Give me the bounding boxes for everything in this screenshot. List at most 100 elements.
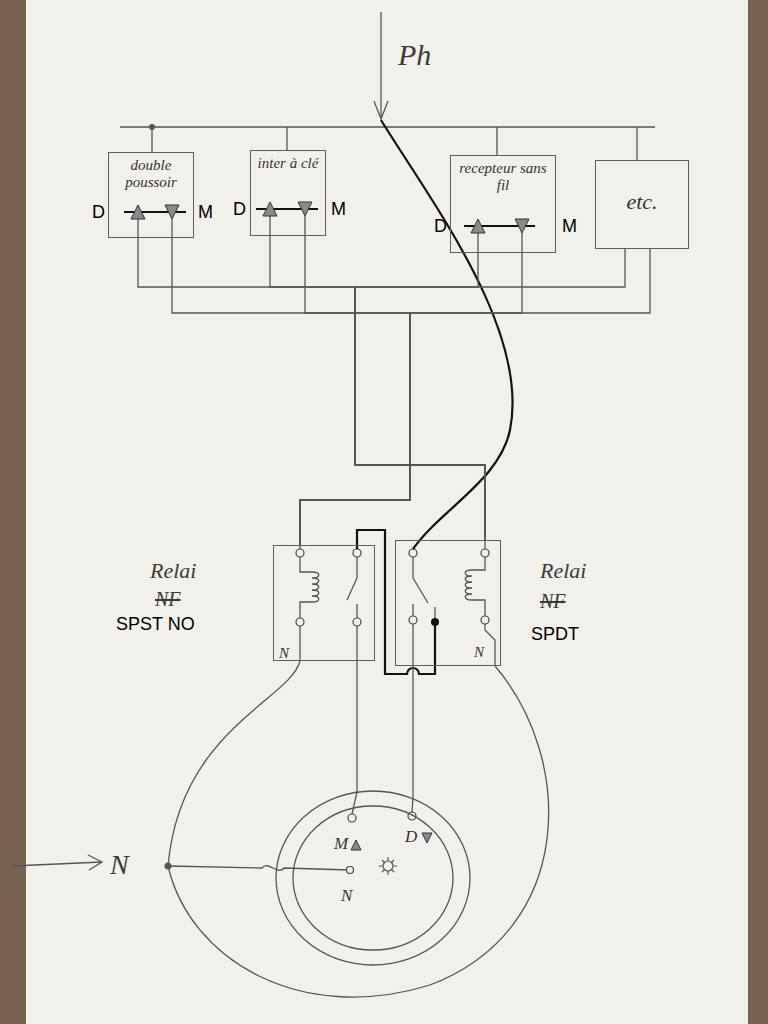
black-wire xyxy=(357,530,435,674)
pencil-wire xyxy=(412,624,413,666)
motor-gear xyxy=(379,857,397,875)
switch-box: inter à clé xyxy=(250,150,326,236)
motor-outer-ring xyxy=(276,791,470,965)
junction-dot xyxy=(149,124,155,130)
button-letter: D xyxy=(233,200,246,218)
pencil-wire xyxy=(151,127,152,152)
pencil-wire xyxy=(496,127,497,155)
paper-sheet xyxy=(26,0,748,1024)
pencil-wire xyxy=(434,607,435,618)
pencil-wire xyxy=(412,557,413,578)
wire-connector xyxy=(270,236,485,540)
button-triangle xyxy=(298,202,312,216)
pencil-wire xyxy=(356,557,357,578)
pencil-wire xyxy=(412,798,413,812)
neutral-mark: N xyxy=(474,645,484,660)
screw-terminal xyxy=(481,549,489,557)
pencil-wire xyxy=(485,624,495,666)
pencil-wire xyxy=(352,792,357,814)
button-triangle xyxy=(422,833,432,843)
closed-contact-dot xyxy=(431,618,439,626)
button-triangle xyxy=(471,219,485,233)
screw-terminal xyxy=(296,549,304,557)
pencil-wire xyxy=(286,127,287,150)
pencil-wire xyxy=(12,862,102,866)
screw-terminal xyxy=(348,814,356,822)
pencil-wire xyxy=(299,626,300,661)
button-letter: D xyxy=(434,217,447,235)
screw-terminal xyxy=(353,618,361,626)
pencil-wire xyxy=(171,219,172,238)
wire-connector xyxy=(412,666,413,799)
switch-box: recepteur sans fil xyxy=(450,155,556,253)
wire-connector xyxy=(356,661,357,792)
box-label: double poussoir xyxy=(109,153,193,192)
box-label: recepteur sans fil xyxy=(451,156,555,195)
switch-box: etc. xyxy=(595,160,689,249)
pencil-wire xyxy=(300,602,312,618)
pencil-wire xyxy=(300,557,312,572)
black-wire xyxy=(124,211,186,213)
pencil-wire xyxy=(472,557,485,570)
motor-gear xyxy=(379,857,397,875)
wire-connector xyxy=(300,249,650,545)
button-letter: M xyxy=(562,217,577,235)
relay-box: N xyxy=(273,545,375,661)
pencil-wire xyxy=(168,666,549,997)
motor-outline xyxy=(275,790,471,966)
motor-circle: MDN xyxy=(275,790,471,966)
pencil-wire xyxy=(120,126,655,127)
pencil-wire xyxy=(412,604,413,616)
button-triangle xyxy=(263,202,277,216)
terminal-label: D xyxy=(405,828,417,845)
junction-dot xyxy=(165,863,172,870)
phase-label: Ph xyxy=(398,40,431,70)
pencil-wire xyxy=(472,600,485,616)
neutral-mark: N xyxy=(279,646,289,661)
pencil-wire xyxy=(269,216,270,236)
pencil-wire xyxy=(12,12,655,997)
pencil-wire xyxy=(465,570,472,600)
neutral-label: N xyxy=(110,851,129,879)
pencil-wire xyxy=(374,101,388,119)
relay-box: N xyxy=(395,540,501,666)
pencil-wire xyxy=(484,540,485,549)
button-triangle xyxy=(131,205,145,219)
switch-box: double poussoir xyxy=(108,152,194,238)
screw-terminal xyxy=(296,549,489,874)
pencil-wire xyxy=(356,626,357,661)
button-letter: M xyxy=(331,200,346,218)
box-label: etc. xyxy=(596,161,688,214)
pencil-wire xyxy=(168,866,350,871)
pencil-wire xyxy=(413,578,428,603)
screw-terminal xyxy=(347,867,354,874)
button-triangle xyxy=(131,202,529,850)
box-label: inter à clé xyxy=(251,151,325,172)
wire-connector xyxy=(355,253,485,540)
struck-label: NF xyxy=(540,591,566,611)
pencil-wire xyxy=(521,233,522,253)
pencil-wire xyxy=(636,127,637,160)
pencil-wire xyxy=(356,604,357,618)
wire-connector xyxy=(138,238,485,540)
relay-label: Relai xyxy=(540,560,586,582)
motor-inner-ring xyxy=(293,806,453,950)
wire-connector xyxy=(300,253,522,545)
screw-terminal xyxy=(409,616,417,624)
screw-terminal xyxy=(481,616,489,624)
relay-type: SPST NO xyxy=(116,615,195,633)
pencil-wire xyxy=(380,12,381,119)
wire-connector xyxy=(355,249,625,540)
screw-terminal xyxy=(353,549,361,557)
screw-terminal xyxy=(296,618,304,626)
pencil-wire xyxy=(312,572,319,602)
button-triangle xyxy=(515,219,529,233)
black-wire xyxy=(381,120,513,549)
struck-label: NF xyxy=(155,589,181,609)
button-triangle xyxy=(165,205,179,219)
relay-type: SPDT xyxy=(531,625,579,643)
junction-dot xyxy=(149,124,172,870)
terminal-label: M xyxy=(334,835,348,852)
